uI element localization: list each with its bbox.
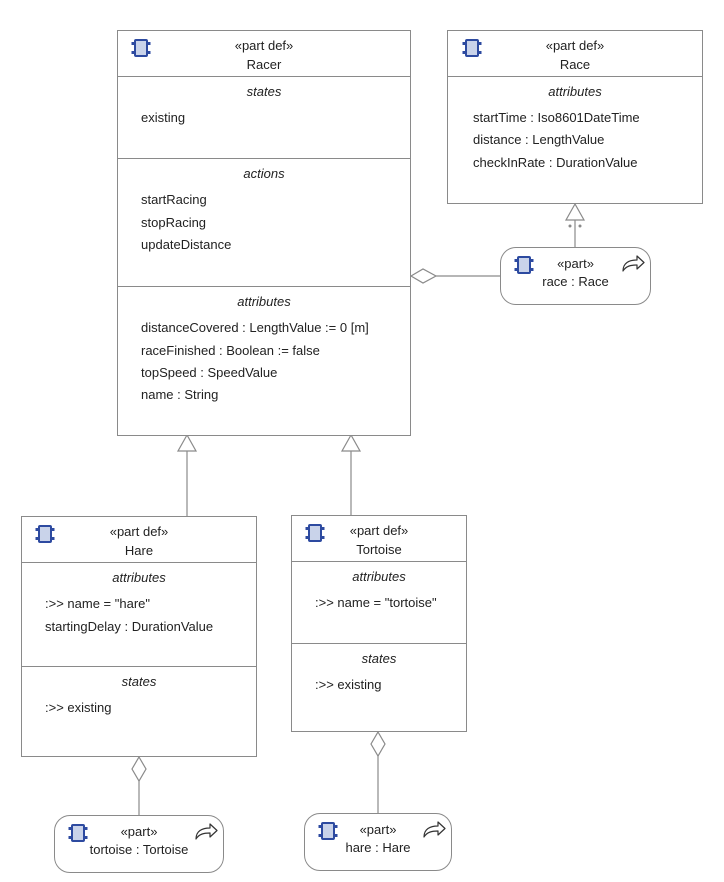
attribute-item: topSpeed : SpeedValue (141, 365, 278, 380)
part-def-icon (35, 525, 55, 543)
part-icon (68, 824, 88, 842)
attribute-item: name : String (141, 387, 219, 402)
state-item: :>> existing (45, 700, 112, 715)
hare-part-def[interactable]: «part def» Hare attributes :>> name = "h… (21, 516, 257, 757)
attribute-item: distanceCovered : LengthValue := 0 [m] (141, 320, 369, 335)
action-item: stopRacing (141, 215, 207, 230)
tortoise-part-def[interactable]: «part def» Tortoise attributes :>> name … (291, 515, 467, 732)
composition-diamond (370, 730, 386, 758)
compartment-title: actions (243, 166, 285, 181)
race-attributes-compartment: attributes startTime : Iso8601DateTime d… (448, 77, 702, 203)
attribute-item: :>> name = "hare" (45, 596, 150, 611)
hare-part-usage[interactable]: «part» hare : Hare (304, 813, 452, 871)
tortoise-usage-name: tortoise : Tortoise (89, 842, 189, 857)
hare-attributes-compartment: attributes :>> name = "hare" startingDel… (22, 563, 256, 667)
state-item: :>> existing (315, 677, 382, 692)
stereotype-label: «part def» (234, 38, 294, 53)
reference-arrow-icon (423, 821, 446, 838)
compartment-title: states (246, 84, 282, 99)
tortoise-attributes-compartment: attributes :>> name = "tortoise" (292, 562, 466, 644)
tortoise-part-usage[interactable]: «part» tortoise : Tortoise (54, 815, 224, 873)
state-item: existing (141, 110, 186, 125)
part-def-icon (305, 524, 325, 542)
compartment-title: attributes (548, 84, 602, 99)
attribute-item: raceFinished : Boolean := false (141, 343, 320, 358)
reference-arrow-icon (195, 823, 218, 840)
stereotype-label: «part def» (545, 38, 605, 53)
subset-dot (578, 224, 582, 228)
attribute-item: distance : LengthValue (473, 132, 605, 147)
stereotype-label: «part def» (349, 523, 409, 538)
stereotype-label: «part def» (109, 524, 169, 539)
part-def-icon (462, 39, 482, 57)
compartment-title: states (121, 674, 157, 689)
tortoise-states-compartment: states :>> existing (292, 644, 466, 731)
reference-arrow-icon (622, 255, 645, 272)
compartment-title: attributes (352, 569, 406, 584)
race-usage-name: race : Race (542, 274, 609, 289)
composition-diamond (131, 755, 147, 783)
action-item: startRacing (141, 192, 207, 207)
hare-usage-name: hare : Hare (345, 840, 411, 855)
part-icon (514, 256, 534, 274)
composition-diamond (409, 268, 438, 284)
race-name: Race (559, 57, 591, 72)
racer-header: «part def» Racer (118, 31, 410, 77)
part-def-icon (131, 39, 151, 57)
racer-attributes-compartment: attributes distanceCovered : LengthValue… (118, 287, 410, 435)
stereotype-label: «part» (557, 256, 594, 271)
race-header: «part def» Race (448, 31, 702, 77)
race-generalization-arrowhead (564, 202, 586, 221)
subset-dot (568, 224, 572, 228)
tortoise-name: Tortoise (356, 542, 402, 557)
hare-name: Hare (124, 543, 154, 558)
stereotype-label: «part» (120, 824, 158, 839)
race-part-usage[interactable]: «part» race : Race (500, 247, 651, 305)
generalization-arrowhead (340, 433, 362, 452)
racer-part-def[interactable]: «part def» Racer states existing actions… (117, 30, 411, 436)
racer-name: Racer (246, 57, 282, 72)
hare-header: «part def» Hare (22, 517, 256, 563)
hare-states-compartment: states :>> existing (22, 667, 256, 756)
attribute-item: checkInRate : DurationValue (473, 155, 638, 170)
action-item: updateDistance (141, 237, 232, 252)
part-icon (318, 822, 338, 840)
race-part-def[interactable]: «part def» Race attributes startTime : I… (447, 30, 703, 204)
attribute-item: startTime : Iso8601DateTime (473, 110, 640, 125)
compartment-title: attributes (112, 570, 166, 585)
racer-actions-compartment: actions startRacing stopRacing updateDis… (118, 159, 410, 287)
compartment-title: attributes (237, 294, 291, 309)
attribute-item: startingDelay : DurationValue (45, 619, 214, 634)
tortoise-header: «part def» Tortoise (292, 516, 466, 562)
generalization-arrowhead (176, 433, 198, 452)
attribute-item: :>> name = "tortoise" (315, 595, 437, 610)
compartment-title: states (361, 651, 397, 666)
racer-states-compartment: states existing (118, 77, 410, 159)
stereotype-label: «part» (359, 822, 397, 837)
